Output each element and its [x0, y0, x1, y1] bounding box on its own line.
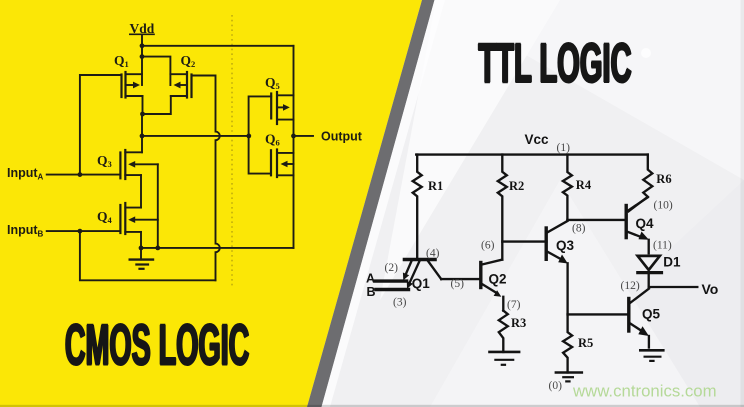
svg-text:(11): (11) — [653, 240, 672, 252]
svg-text:R1: R1 — [428, 179, 443, 193]
svg-text:(1): (1) — [557, 142, 571, 154]
svg-text:Vo: Vo — [702, 281, 719, 297]
svg-text:CMOS LOGIC: CMOS LOGIC — [66, 313, 250, 378]
svg-text:A: A — [366, 272, 375, 286]
svg-text:(5): (5) — [451, 278, 465, 290]
svg-text:R4: R4 — [576, 178, 592, 192]
svg-text:(4): (4) — [426, 248, 440, 260]
svg-text:(2): (2) — [385, 262, 399, 274]
svg-text:Output: Output — [321, 130, 363, 144]
svg-text:Q2: Q2 — [489, 272, 507, 287]
svg-text:(10): (10) — [654, 200, 673, 212]
svg-text:CMOS LOGIC: CMOS LOGIC — [64, 313, 248, 378]
svg-text:R5: R5 — [578, 336, 593, 350]
svg-text:TTL LOGIC: TTL LOGIC — [479, 33, 632, 94]
svg-text:Vcc: Vcc — [525, 132, 550, 147]
svg-text:(0): (0) — [549, 380, 563, 392]
svg-text:R6: R6 — [656, 172, 671, 186]
svg-text:www.cntronics.com: www.cntronics.com — [572, 382, 717, 401]
svg-text:(12): (12) — [621, 280, 640, 292]
svg-text:Q3: Q3 — [556, 238, 575, 253]
svg-text:(7): (7) — [507, 299, 521, 311]
svg-text:InputB: InputB — [7, 223, 44, 239]
svg-text:CMOS LOGIC: CMOS LOGIC — [65, 313, 249, 378]
svg-text:(3): (3) — [393, 297, 407, 309]
svg-text:Q1: Q1 — [412, 276, 431, 291]
svg-text:InputA: InputA — [7, 166, 44, 182]
svg-text:(6): (6) — [481, 240, 495, 252]
svg-text:CMOS LOGIC: CMOS LOGIC — [65, 313, 249, 378]
svg-text:TTL LOGIC: TTL LOGIC — [478, 33, 631, 94]
svg-text:D1: D1 — [663, 255, 681, 270]
svg-text:B: B — [367, 285, 376, 299]
svg-text:TTL LOGIC: TTL LOGIC — [478, 33, 631, 94]
svg-text:Q5: Q5 — [642, 307, 661, 322]
svg-text:Q4: Q4 — [636, 216, 655, 231]
svg-text:R2: R2 — [509, 179, 524, 193]
svg-text:(8): (8) — [572, 223, 586, 235]
svg-text:TTL LOGIC: TTL LOGIC — [478, 33, 631, 94]
svg-text:R3: R3 — [511, 316, 526, 330]
svg-text:Vdd: Vdd — [130, 21, 155, 36]
